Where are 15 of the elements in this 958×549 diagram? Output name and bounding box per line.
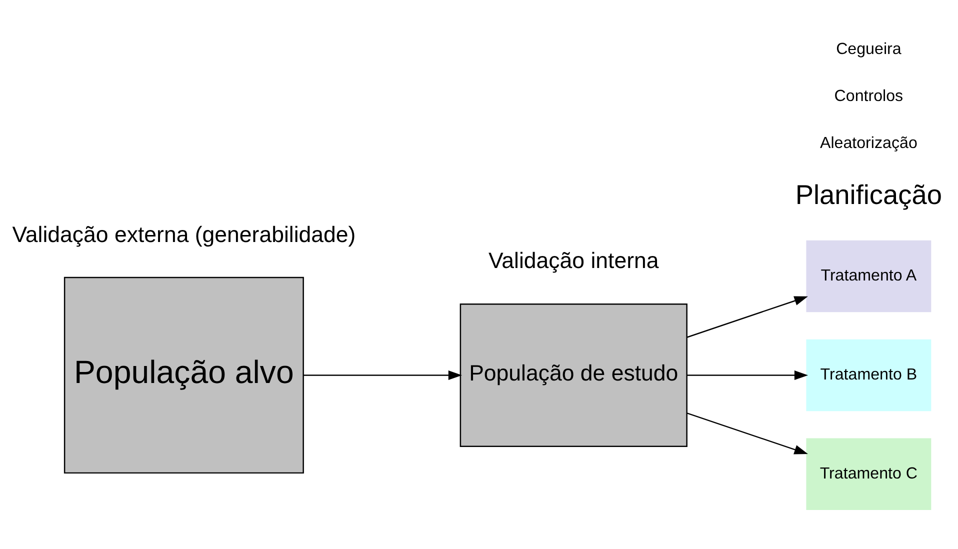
arrow bbox=[303, 370, 462, 380]
node-box: População alvo bbox=[64, 276, 304, 474]
node-box: Tratamento A bbox=[806, 240, 932, 312]
arrow bbox=[686, 296, 808, 338]
label: Cegueira bbox=[836, 40, 902, 58]
node-box: Tratamento B bbox=[806, 338, 932, 411]
node-box: Tratamento C bbox=[806, 438, 932, 510]
arrow bbox=[687, 370, 808, 380]
label: Planificação bbox=[795, 178, 942, 210]
arrow bbox=[686, 412, 808, 454]
label: Validação interna bbox=[488, 248, 659, 273]
node-box: População de estudo bbox=[460, 302, 688, 446]
label: Validação externa (generabilidade) bbox=[12, 222, 356, 247]
label: Aleatorização bbox=[820, 134, 918, 152]
label: Controlos bbox=[834, 86, 904, 105]
